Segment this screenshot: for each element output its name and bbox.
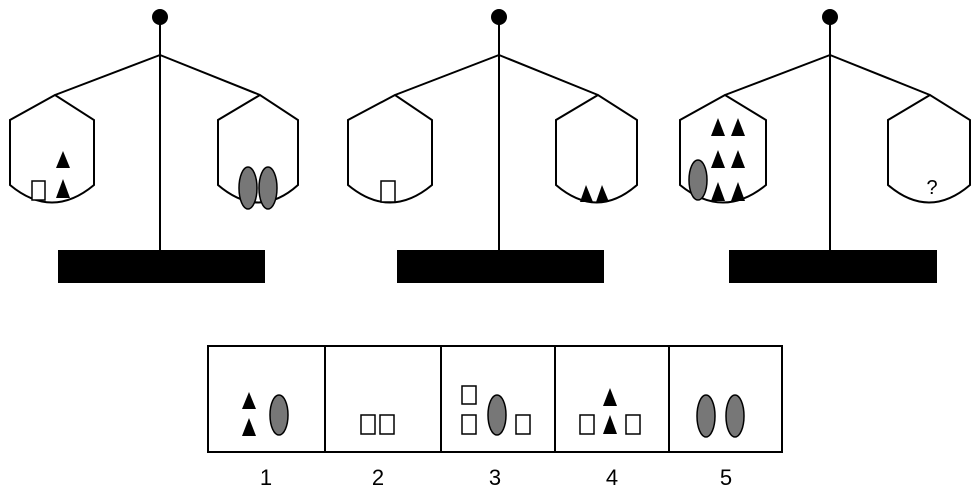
scale-2: [347, 9, 638, 283]
scale-2-left-contents: [380, 180, 396, 203]
answer-options: 1 2 3 4 5: [207, 345, 783, 490]
triangle-icon: [711, 150, 725, 168]
scale-1-beam-right: [159, 54, 261, 96]
triangle-icon: [603, 415, 617, 434]
ellipse-icon: [258, 166, 278, 210]
option-2-label: 2: [372, 465, 384, 490]
scale-3-beam-left: [724, 54, 831, 96]
scale-2-base: [397, 250, 604, 283]
square-icon: [625, 414, 641, 435]
square-icon: [461, 414, 477, 435]
scale-1-left-pan: [9, 93, 95, 204]
option-5[interactable]: [696, 394, 745, 438]
ellipse-icon: [487, 394, 507, 436]
triangle-icon: [731, 118, 745, 136]
option-3[interactable]: [461, 385, 531, 436]
triangle-icon: [711, 118, 725, 136]
triangle-icon: [56, 151, 70, 168]
scale-2-right-pan: [555, 93, 638, 204]
triangle-icon: [603, 388, 617, 406]
scale-3-left-pan: [679, 93, 767, 204]
scale-2-right-contents: [580, 185, 609, 202]
triangle-icon: [580, 185, 593, 202]
square-icon: [31, 180, 46, 201]
ellipse-icon: [688, 159, 708, 201]
option-1[interactable]: [242, 392, 289, 436]
square-icon: [360, 414, 376, 435]
scale-3-left-contents: [688, 118, 745, 201]
square-icon: [379, 414, 395, 435]
option-2[interactable]: [360, 414, 395, 435]
triangle-icon: [596, 185, 609, 202]
triangle-icon: [731, 182, 745, 201]
scale-3-right-contents: ?: [926, 177, 937, 199]
scale-2-beam-right: [498, 54, 599, 96]
scale-1: [9, 9, 299, 283]
scale-1-left-contents: [31, 151, 70, 201]
ellipse-icon: [725, 394, 745, 438]
option-1-label: 1: [260, 465, 272, 490]
ellipse-icon: [269, 394, 289, 436]
square-icon: [380, 180, 396, 203]
square-icon: [579, 414, 595, 435]
option-5-label: 5: [720, 465, 732, 490]
triangle-icon: [242, 418, 256, 436]
scale-1-beam-left: [54, 54, 161, 96]
scale-1-base: [58, 250, 265, 283]
square-icon: [515, 414, 531, 435]
triangle-icon: [56, 179, 70, 198]
triangle-icon: [731, 150, 745, 168]
scale-3: [679, 9, 971, 283]
unknown-marker: ?: [926, 177, 937, 199]
scale-1-right-contents: [238, 166, 278, 210]
ellipse-icon: [238, 166, 258, 210]
option-4[interactable]: [579, 388, 641, 435]
square-icon: [461, 385, 477, 405]
scale-3-right-pan: [887, 93, 971, 204]
option-3-label: 3: [489, 465, 501, 490]
option-4-label: 4: [606, 465, 618, 490]
scale-2-beam-left: [394, 54, 500, 96]
triangle-icon: [242, 392, 256, 409]
scale-1-right-pan: [217, 93, 299, 204]
ellipse-icon: [696, 394, 716, 438]
options-frame: [207, 345, 783, 453]
triangle-icon: [711, 182, 725, 201]
scale-3-beam-right: [829, 54, 931, 96]
scale-3-base: [729, 250, 937, 283]
